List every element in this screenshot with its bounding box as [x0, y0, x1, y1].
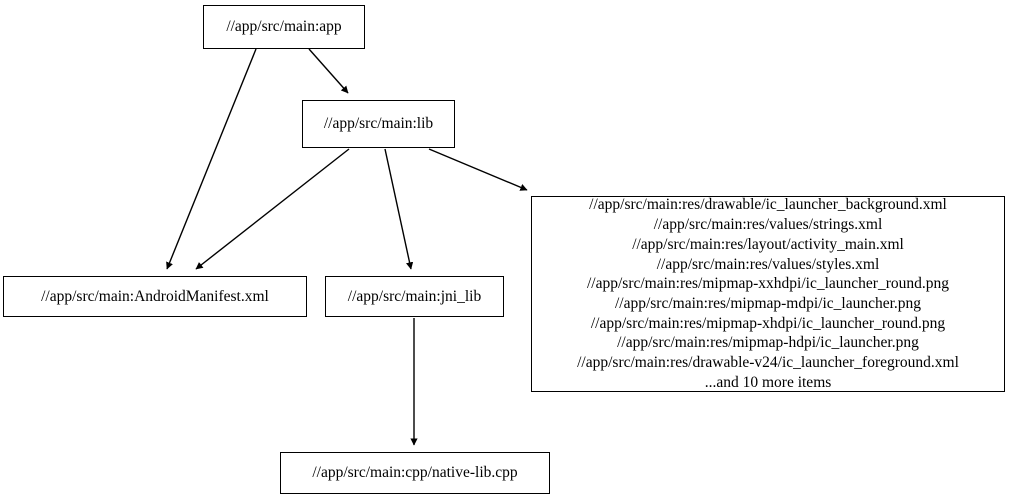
- graph-node-jni-lib-label: //app/src/main:jni_lib: [347, 287, 482, 305]
- graph-node-resources[interactable]: //app/src/main:res/drawable/ic_launcher_…: [531, 196, 1005, 392]
- graph-node-app-label: //app/src/main:app: [226, 18, 342, 36]
- graph-node-native-lib-cpp-label: //app/src/main:cpp/native-lib.cpp: [312, 464, 518, 482]
- graph-node-jni-lib[interactable]: //app/src/main:jni_lib: [325, 276, 504, 317]
- edge-app-to-manifest: [166, 48, 257, 270]
- graph-node-native-lib-cpp[interactable]: //app/src/main:cpp/native-lib.cpp: [280, 452, 550, 494]
- graph-node-resources-label: //app/src/main:res/drawable/ic_launcher_…: [577, 196, 959, 391]
- graph-node-android-manifest[interactable]: //app/src/main:AndroidManifest.xml: [3, 276, 307, 317]
- graph-node-android-manifest-label: //app/src/main:AndroidManifest.xml: [41, 287, 269, 305]
- edge-lib-to-res: [428, 148, 528, 191]
- graph-node-lib-label: //app/src/main:lib: [323, 115, 434, 133]
- edge-lib-to-manifest: [195, 148, 350, 270]
- edge-app-to-lib: [308, 48, 349, 94]
- graph-node-app[interactable]: //app/src/main:app: [203, 5, 365, 49]
- edge-lib-to-jni-lib: [384, 148, 414, 270]
- graph-node-lib[interactable]: //app/src/main:lib: [302, 100, 455, 148]
